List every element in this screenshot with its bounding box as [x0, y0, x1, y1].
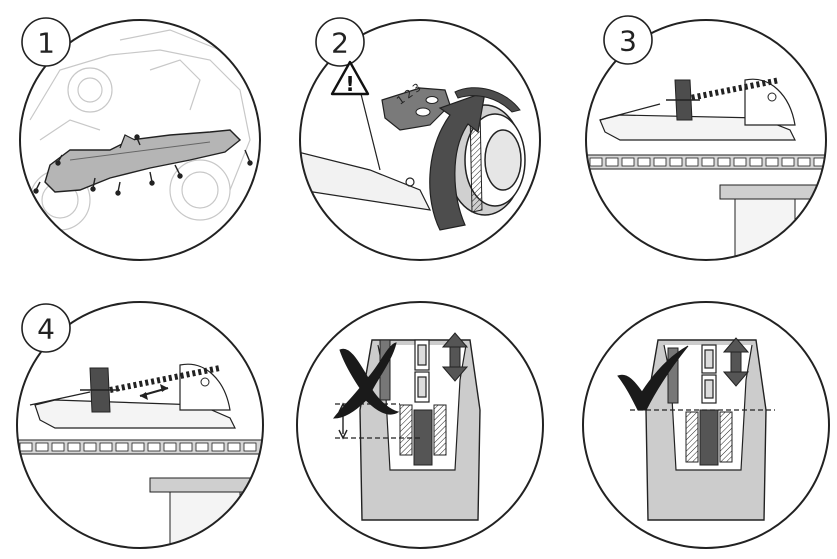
panel-4: 4 — [16, 301, 264, 549]
panel-4-illustration — [17, 363, 263, 548]
chain-guard-cover — [44, 129, 242, 193]
double-arrow-icon — [139, 384, 169, 400]
step-number-2: 2 — [331, 27, 349, 60]
panel-1-illustration — [29, 29, 253, 231]
warning-symbol: ! — [345, 72, 354, 96]
step-badge-4: 4 — [21, 303, 71, 353]
panel-5 — [296, 301, 544, 549]
panel-6-illustration — [630, 337, 775, 521]
panel-2-illustration: 1 2 3 — [300, 81, 526, 231]
step-number-4: 4 — [37, 313, 55, 346]
panel-5-illustration — [335, 332, 481, 521]
step-number-3: 3 — [619, 25, 637, 58]
screw-markers — [33, 134, 253, 196]
cross-mark-icon — [332, 342, 400, 419]
double-arrow-icon — [722, 337, 750, 387]
rear-hub — [446, 104, 526, 216]
panel-6 — [582, 301, 830, 549]
check-mark-icon — [617, 345, 689, 411]
warning-triangle-icon: ! — [330, 60, 370, 96]
step-badge-1: 1 — [21, 17, 71, 67]
panel-3: 3 — [585, 15, 827, 261]
double-arrow-icon — [441, 332, 469, 382]
panel-3-illustration — [586, 77, 826, 260]
panel-2: 1 2 3 2 ! — [299, 17, 541, 261]
step-badge-3: 3 — [603, 15, 653, 65]
step-badge-2: 2 — [315, 17, 365, 67]
step-number-1: 1 — [37, 27, 55, 60]
panel-1: 1 — [19, 17, 261, 261]
